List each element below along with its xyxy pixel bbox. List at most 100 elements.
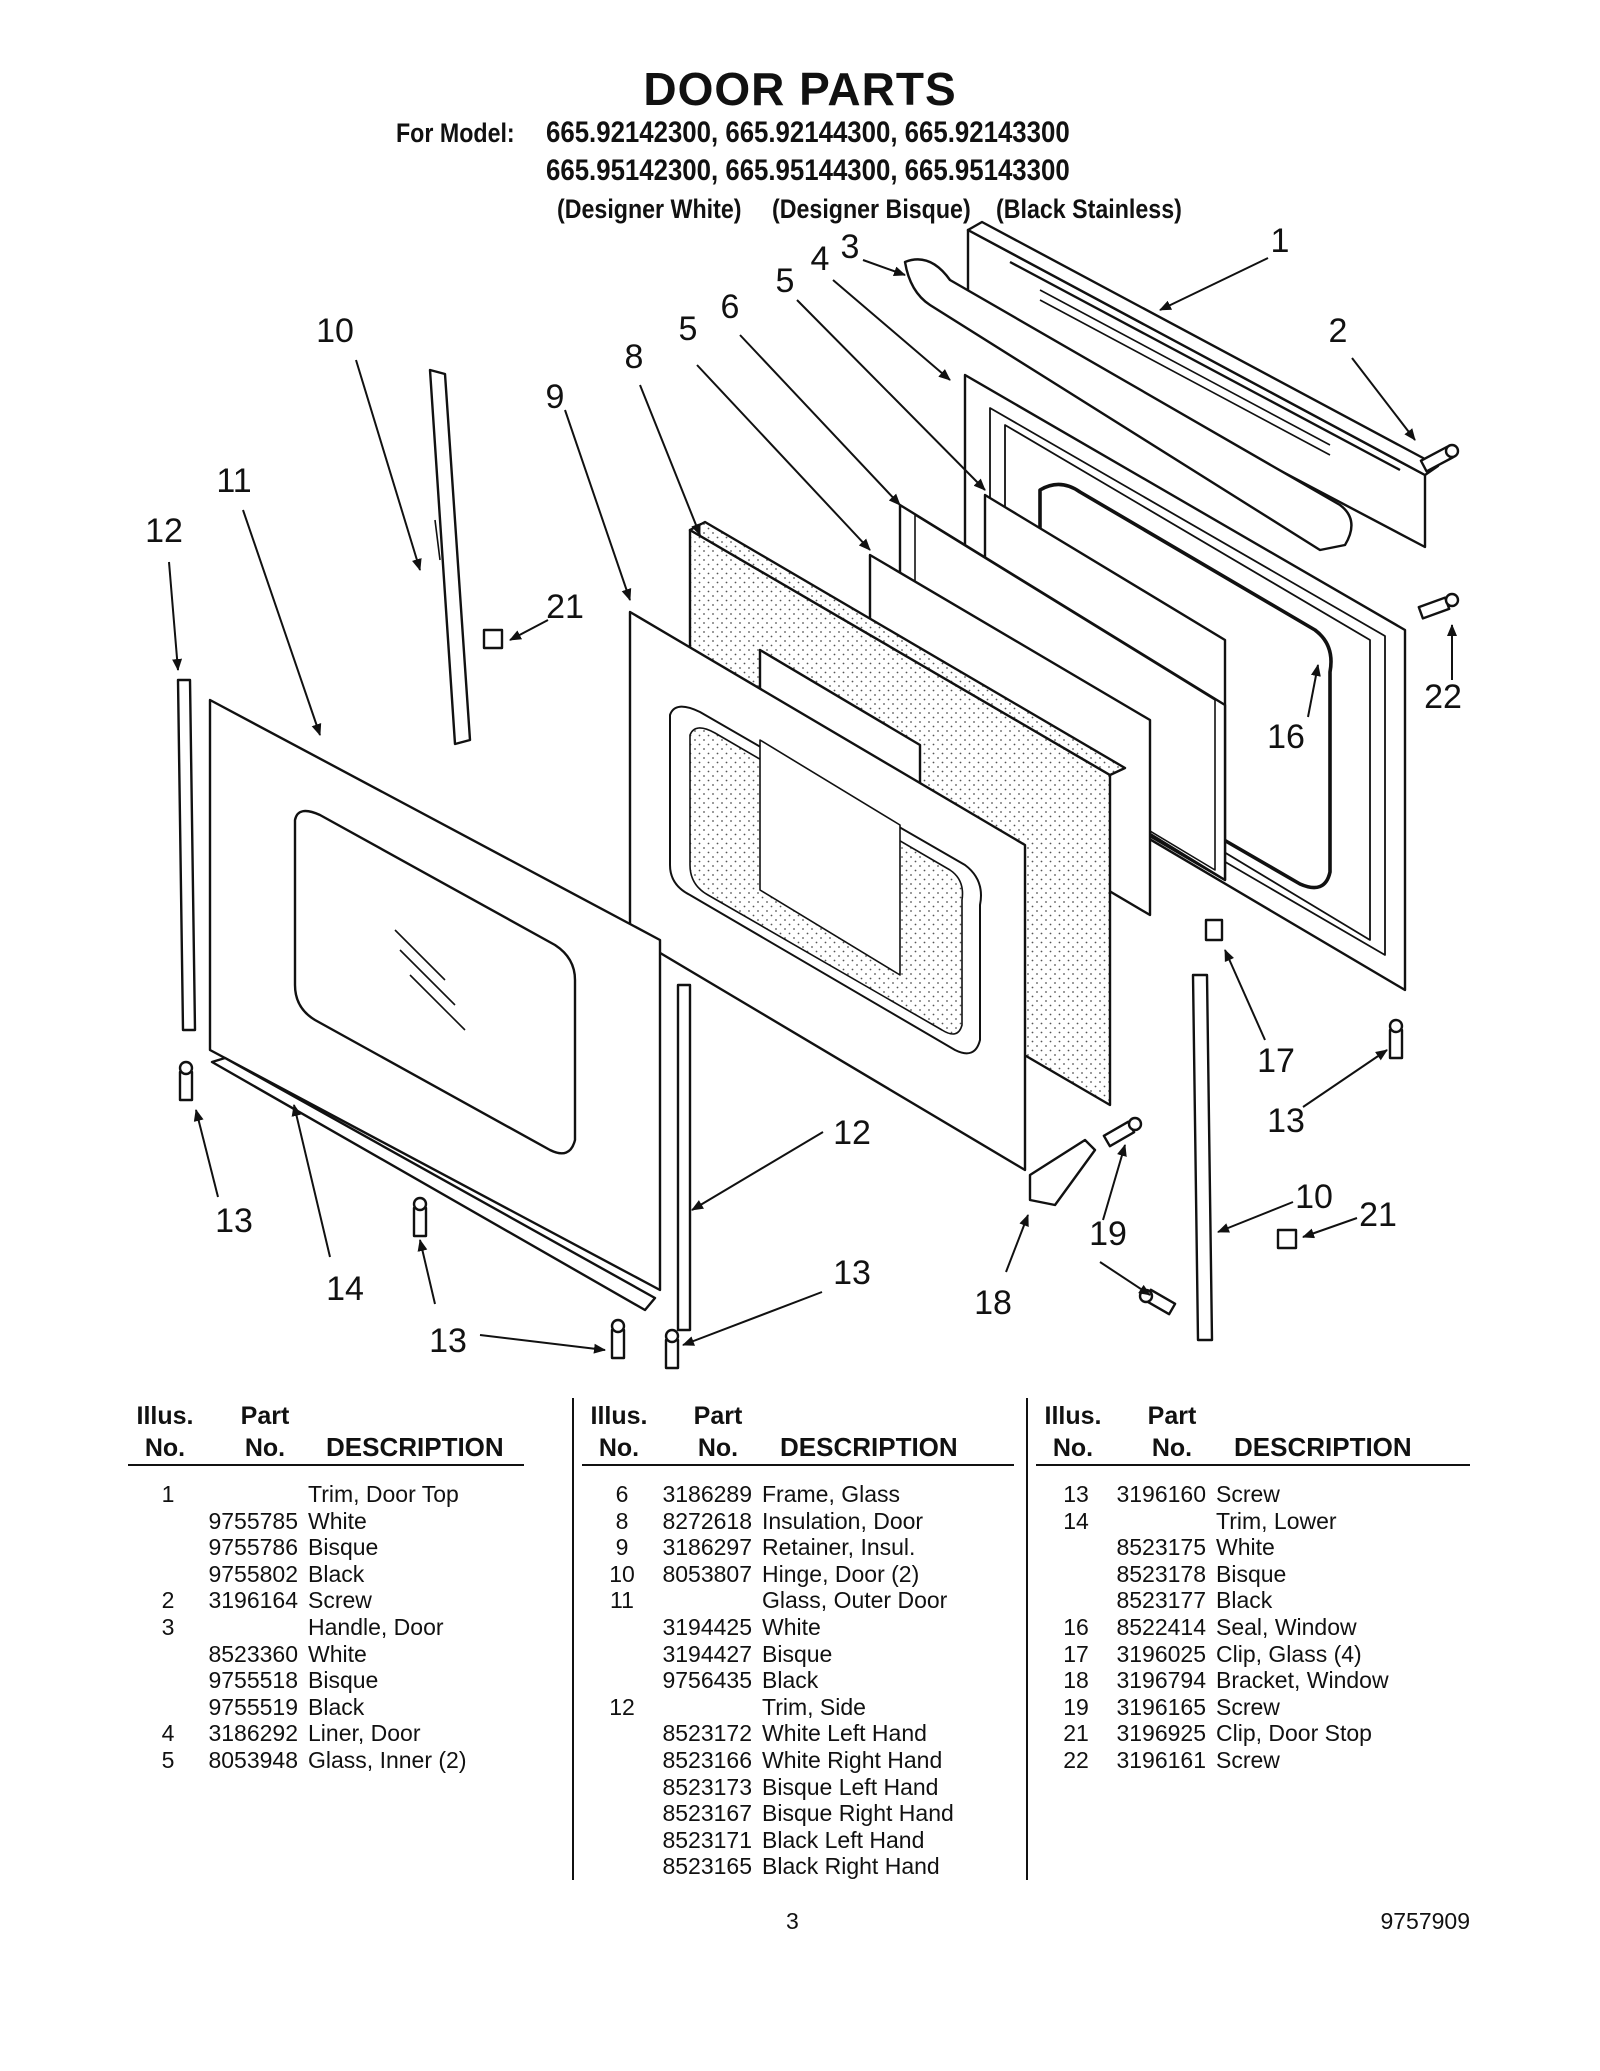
page-number: 3 bbox=[786, 1908, 799, 1934]
parts-row: 8523166 White Right Hand bbox=[602, 1747, 1022, 1774]
callout-8: 8 bbox=[625, 338, 644, 376]
model-line-2: 665.95142300, 665.95144300, 665.95143300 bbox=[546, 154, 1070, 187]
part-number: 8523166 bbox=[662, 1746, 752, 1773]
variant-white: (Designer White) bbox=[557, 194, 742, 224]
door-hinge-left bbox=[428, 368, 472, 746]
part-description: Trim, Side bbox=[762, 1693, 866, 1720]
part-number: 3186289 bbox=[662, 1481, 752, 1507]
callout-17: 17 bbox=[1257, 1042, 1295, 1080]
screw-13-b bbox=[412, 1196, 428, 1238]
part-number: 8523172 bbox=[662, 1720, 752, 1747]
part-number: 8523360 bbox=[208, 1640, 298, 1667]
illus-number: 16 bbox=[1063, 1613, 1089, 1640]
screw-19 bbox=[1102, 1116, 1143, 1148]
part-description: Clip, Glass (4) bbox=[1216, 1640, 1362, 1667]
header-illus: Illus. bbox=[590, 1402, 648, 1430]
callout-10-a: 10 bbox=[316, 312, 354, 350]
illus-number: 8 bbox=[615, 1507, 629, 1534]
part-number: 3186292 bbox=[208, 1720, 298, 1747]
page-title: DOOR PARTS bbox=[643, 63, 957, 115]
callout-16: 16 bbox=[1267, 718, 1305, 756]
header-rule-3 bbox=[1036, 1464, 1470, 1466]
header-part-no: No. bbox=[697, 1434, 739, 1462]
part-number: 8053807 bbox=[662, 1560, 752, 1587]
lower-trim bbox=[210, 1056, 657, 1312]
illus-number: 9 bbox=[615, 1534, 629, 1561]
part-description: Bisque Left Hand bbox=[762, 1773, 939, 1800]
insulation-retainer bbox=[628, 610, 1027, 1172]
screw-13-e bbox=[1388, 1018, 1404, 1060]
callout-6: 6 bbox=[721, 288, 740, 326]
part-number: 8523165 bbox=[662, 1853, 752, 1880]
part-number: 9755786 bbox=[208, 1534, 298, 1561]
document-number: 9757909 bbox=[1380, 1908, 1470, 1934]
part-number: 3186297 bbox=[662, 1534, 752, 1561]
callout-10-b: 10 bbox=[1295, 1178, 1333, 1216]
part-description: Screw bbox=[308, 1587, 372, 1614]
part-number: 3196160 bbox=[1116, 1481, 1206, 1507]
door-stop-clip-upper bbox=[482, 628, 504, 650]
part-description: Black Left Hand bbox=[762, 1826, 925, 1853]
callout-21-b: 21 bbox=[1359, 1196, 1397, 1234]
part-description: White Right Hand bbox=[762, 1746, 943, 1773]
callout-13-b: 13 bbox=[215, 1202, 253, 1240]
part-number: 8523178 bbox=[1116, 1560, 1206, 1587]
illus-number: 3 bbox=[161, 1613, 175, 1640]
part-description: Handle, Door bbox=[308, 1613, 444, 1640]
header-illus-no: No. bbox=[598, 1434, 640, 1462]
callout-11: 11 bbox=[216, 462, 251, 500]
callout-13-d: 13 bbox=[833, 1254, 871, 1292]
part-number: 8523173 bbox=[662, 1773, 752, 1800]
part-number: 9755519 bbox=[208, 1693, 298, 1720]
parts-row: 3 Handle, Door bbox=[148, 1614, 548, 1641]
screw-2 bbox=[1419, 443, 1460, 473]
illus-number: 17 bbox=[1063, 1640, 1089, 1667]
part-description: Seal, Window bbox=[1216, 1613, 1357, 1640]
callout-3: 3 bbox=[841, 228, 860, 266]
callout-12-b: 12 bbox=[833, 1114, 871, 1152]
illus-number: 13 bbox=[1063, 1481, 1089, 1507]
parts-row: 8523173 Bisque Left Hand bbox=[602, 1774, 1022, 1801]
header-part-no: No. bbox=[244, 1434, 286, 1462]
part-description: Clip, Door Stop bbox=[1216, 1720, 1372, 1747]
part-number: 9755785 bbox=[208, 1507, 298, 1534]
part-number: 3196165 bbox=[1116, 1693, 1206, 1720]
model-line-1: 665.92142300, 665.92144300, 665.92143300 bbox=[546, 116, 1070, 149]
part-description: Bisque bbox=[762, 1640, 833, 1667]
part-description: Bisque bbox=[308, 1534, 379, 1561]
header-illus: Illus. bbox=[136, 1402, 194, 1430]
screw-19-b bbox=[1138, 1288, 1177, 1316]
part-description: Bracket, Window bbox=[1216, 1667, 1389, 1694]
callout-5-a: 5 bbox=[776, 262, 795, 300]
illus-number: 22 bbox=[1063, 1746, 1089, 1773]
header-part: Part bbox=[1147, 1402, 1197, 1430]
illus-number: 12 bbox=[609, 1693, 635, 1720]
illus-number: 5 bbox=[161, 1746, 175, 1773]
exploded-door-diagram: 1 2 3 4 5 5 6 8 9 10 11 12 21 16 22 17 1… bbox=[145, 220, 1462, 1370]
screw-13-d bbox=[664, 1328, 680, 1370]
part-description: Bisque Right Hand bbox=[762, 1800, 954, 1827]
callout-13-c: 13 bbox=[429, 1322, 467, 1360]
part-number: 3196161 bbox=[1116, 1746, 1206, 1773]
header-rule-1 bbox=[128, 1464, 524, 1466]
header-rule-2 bbox=[582, 1464, 1014, 1466]
callout-21-a: 21 bbox=[546, 588, 584, 626]
part-description: White bbox=[1216, 1534, 1275, 1561]
